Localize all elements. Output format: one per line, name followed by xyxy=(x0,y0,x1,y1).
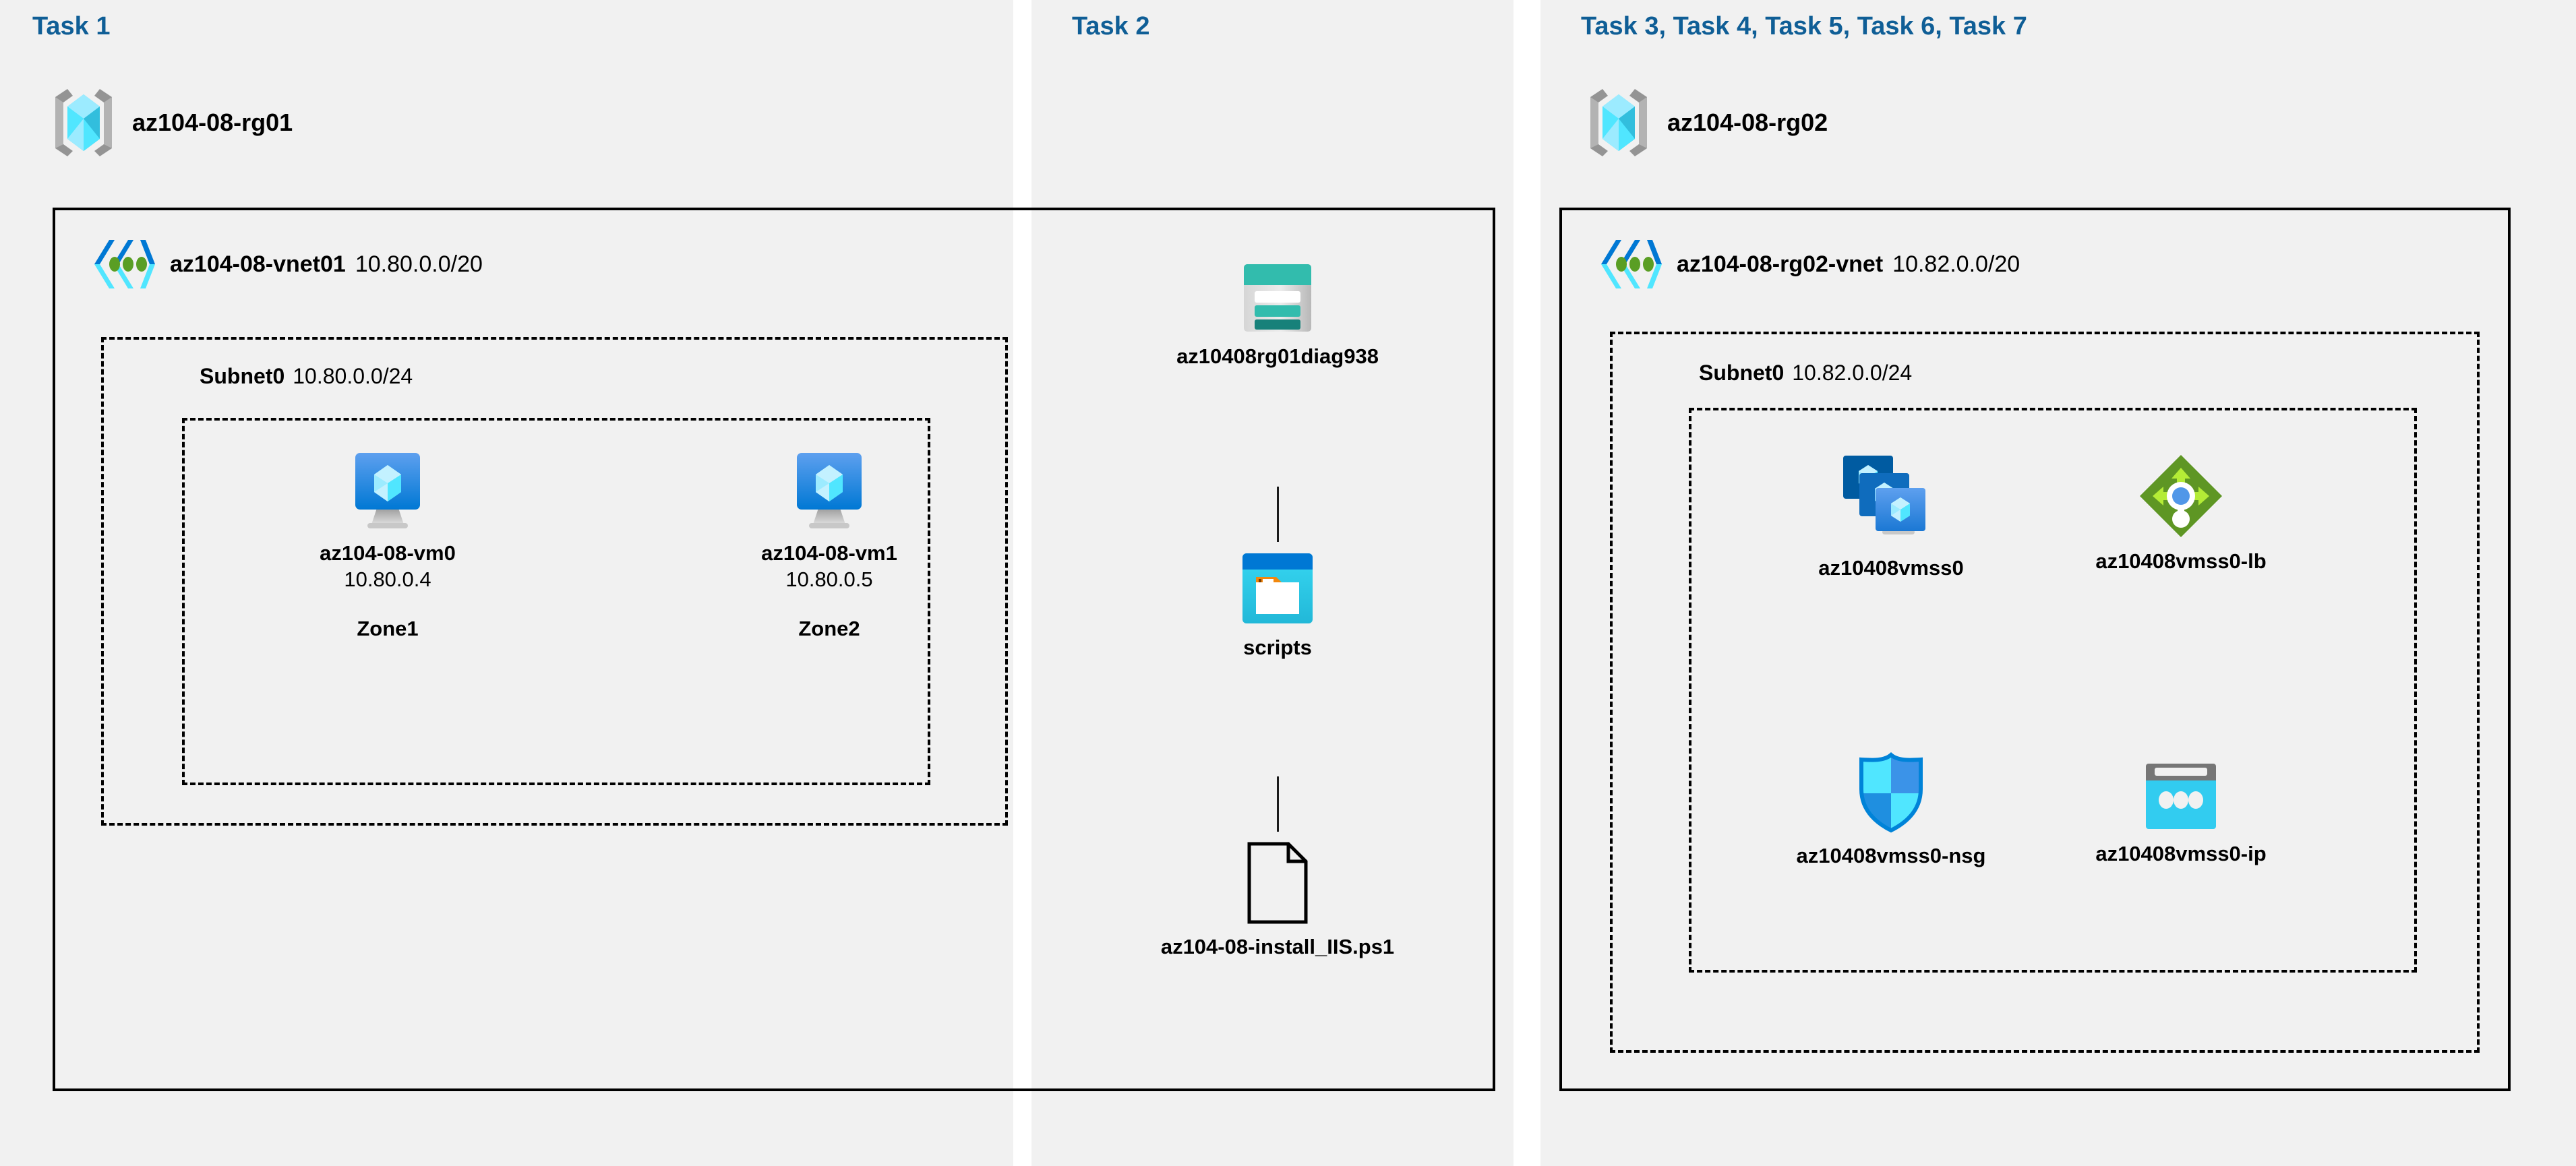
vm-zone: Zone2 xyxy=(798,617,860,641)
vnet01-header: az104-08-vnet01 10.80.0.0/20 xyxy=(94,237,483,291)
task3-label: Task 3, Task 4, Task 5, Task 6, Task 7 xyxy=(1581,12,2027,40)
vnet-name: az104-08-vnet01 xyxy=(170,251,346,277)
subnet0-boundary-task3 xyxy=(1610,332,2480,1053)
node-load-balancer[interactable]: az10408vmss0-lb xyxy=(2060,453,2302,574)
network-security-group-icon xyxy=(1855,751,1927,834)
virtual-machine-icon xyxy=(349,450,427,531)
vnet-cidr: 10.82.0.0/20 xyxy=(1892,251,2020,277)
public-ip-address-icon xyxy=(2142,762,2220,832)
task1-label: Task 1 xyxy=(32,12,111,40)
vnet-cidr: 10.80.0.0/20 xyxy=(355,251,483,277)
task2-label: Task 2 xyxy=(1072,12,1150,40)
connector-storage-to-container xyxy=(1277,487,1279,542)
vm-name: az104-08-vm0 xyxy=(320,541,456,565)
vmss-resources-boundary xyxy=(1689,408,2417,973)
subnet-name: Subnet0 xyxy=(1699,361,1785,385)
vnet02-header: az104-08-rg02-vnet 10.82.0.0/20 xyxy=(1601,237,2020,291)
file-icon xyxy=(1245,841,1310,925)
node-storage-account[interactable]: az10408rg01diag938 xyxy=(1156,262,1399,369)
vmss-name: az10408vmss0 xyxy=(1818,556,1964,580)
resource-group-rg02: az104-08-rg02 xyxy=(1588,86,1828,159)
node-vm1[interactable]: az104-08-vm1 10.80.0.5 Zone2 xyxy=(708,450,951,641)
subnet0-label-task3: Subnet0 10.82.0.0/24 xyxy=(1699,361,1912,386)
vnet-name: az104-08-rg02-vnet xyxy=(1677,251,1884,277)
vm-private-ip: 10.80.0.5 xyxy=(785,567,873,591)
resource-group-icon xyxy=(1588,86,1650,159)
node-script-file[interactable]: az104-08-install_IIS.ps1 xyxy=(1156,841,1399,960)
virtual-machine-icon xyxy=(790,450,868,531)
blob-container-icon xyxy=(1240,551,1315,625)
vm-name: az104-08-vm1 xyxy=(761,541,897,565)
subnet-name: Subnet0 xyxy=(200,364,285,388)
node-vm-scale-set[interactable]: az10408vmss0 xyxy=(1770,453,2012,581)
node-public-ip-address[interactable]: az10408vmss0-ip xyxy=(2060,762,2302,867)
resource-group-name: az104-08-rg01 xyxy=(132,109,293,136)
vm-zone: Zone1 xyxy=(357,617,419,641)
container-name: scripts xyxy=(1243,636,1312,659)
virtual-network-icon xyxy=(1601,237,1662,291)
node-vm0[interactable]: az104-08-vm0 10.80.0.4 Zone1 xyxy=(266,450,509,641)
storage-account-icon xyxy=(1241,262,1314,334)
vm-private-ip: 10.80.0.4 xyxy=(344,567,431,591)
subnet0-boundary-task1 xyxy=(101,337,1008,826)
subnet-cidr: 10.82.0.0/24 xyxy=(1792,361,1913,385)
resource-group-icon xyxy=(53,86,115,159)
vm-scale-set-icon xyxy=(1840,453,1942,546)
vnet01-boundary xyxy=(53,208,1495,1091)
public-ip-name: az10408vmss0-ip xyxy=(2095,842,2267,865)
subnet-cidr: 10.80.0.0/24 xyxy=(293,364,413,388)
nsg-name: az10408vmss0-nsg xyxy=(1796,844,1986,867)
connector-container-to-file xyxy=(1277,776,1279,832)
storage-account-name: az10408rg01diag938 xyxy=(1176,344,1379,368)
load-balancer-icon xyxy=(2138,453,2224,539)
resource-group-rg01: az104-08-rg01 xyxy=(53,86,293,159)
node-network-security-group[interactable]: az10408vmss0-nsg xyxy=(1770,751,2012,869)
resource-group-name: az104-08-rg02 xyxy=(1667,109,1828,136)
vnet02-boundary xyxy=(1559,208,2511,1091)
availability-zones-boundary xyxy=(182,418,930,785)
node-blob-container[interactable]: scripts xyxy=(1156,551,1399,661)
task1-panel xyxy=(0,0,1013,1166)
file-name: az104-08-install_IIS.ps1 xyxy=(1160,935,1395,958)
virtual-network-icon xyxy=(94,237,155,291)
subnet0-label-task1: Subnet0 10.80.0.0/24 xyxy=(200,364,413,389)
load-balancer-name: az10408vmss0-lb xyxy=(2095,549,2267,573)
